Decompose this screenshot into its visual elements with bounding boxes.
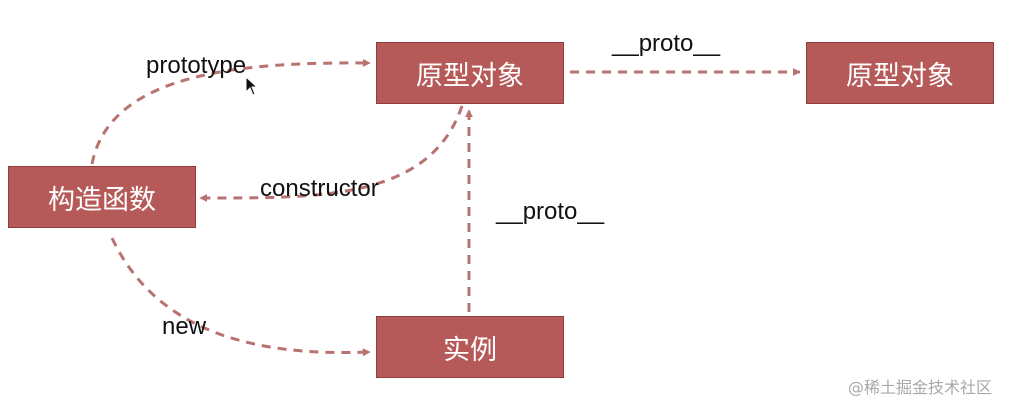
prototype-object-parent-label: 原型对象 bbox=[846, 60, 954, 92]
prototype-arrow bbox=[90, 58, 371, 165]
edge-label-constructor: constructor bbox=[260, 175, 379, 202]
instance-node: 实例 bbox=[376, 316, 564, 378]
prototype-object-node: 原型对象 bbox=[376, 42, 564, 104]
edge-label-proto-middle: __proto__ bbox=[496, 198, 605, 225]
instance-label: 实例 bbox=[443, 334, 497, 366]
new-arrow bbox=[110, 237, 371, 357]
edge-label-proto-top: __proto__ bbox=[612, 30, 721, 57]
watermark: @稀土掘金技术社区 bbox=[848, 378, 993, 397]
constructor-arrow bbox=[199, 105, 464, 203]
prototype-object-parent-node: 原型对象 bbox=[806, 42, 994, 104]
constructor-function-node: 构造函数 bbox=[8, 166, 196, 228]
mouse-cursor-icon bbox=[245, 76, 259, 96]
edge-label-prototype: prototype bbox=[146, 52, 247, 79]
constructor-function-label: 构造函数 bbox=[48, 184, 156, 216]
prototype-object-label: 原型对象 bbox=[416, 60, 524, 92]
edge-label-new: new bbox=[162, 313, 207, 340]
